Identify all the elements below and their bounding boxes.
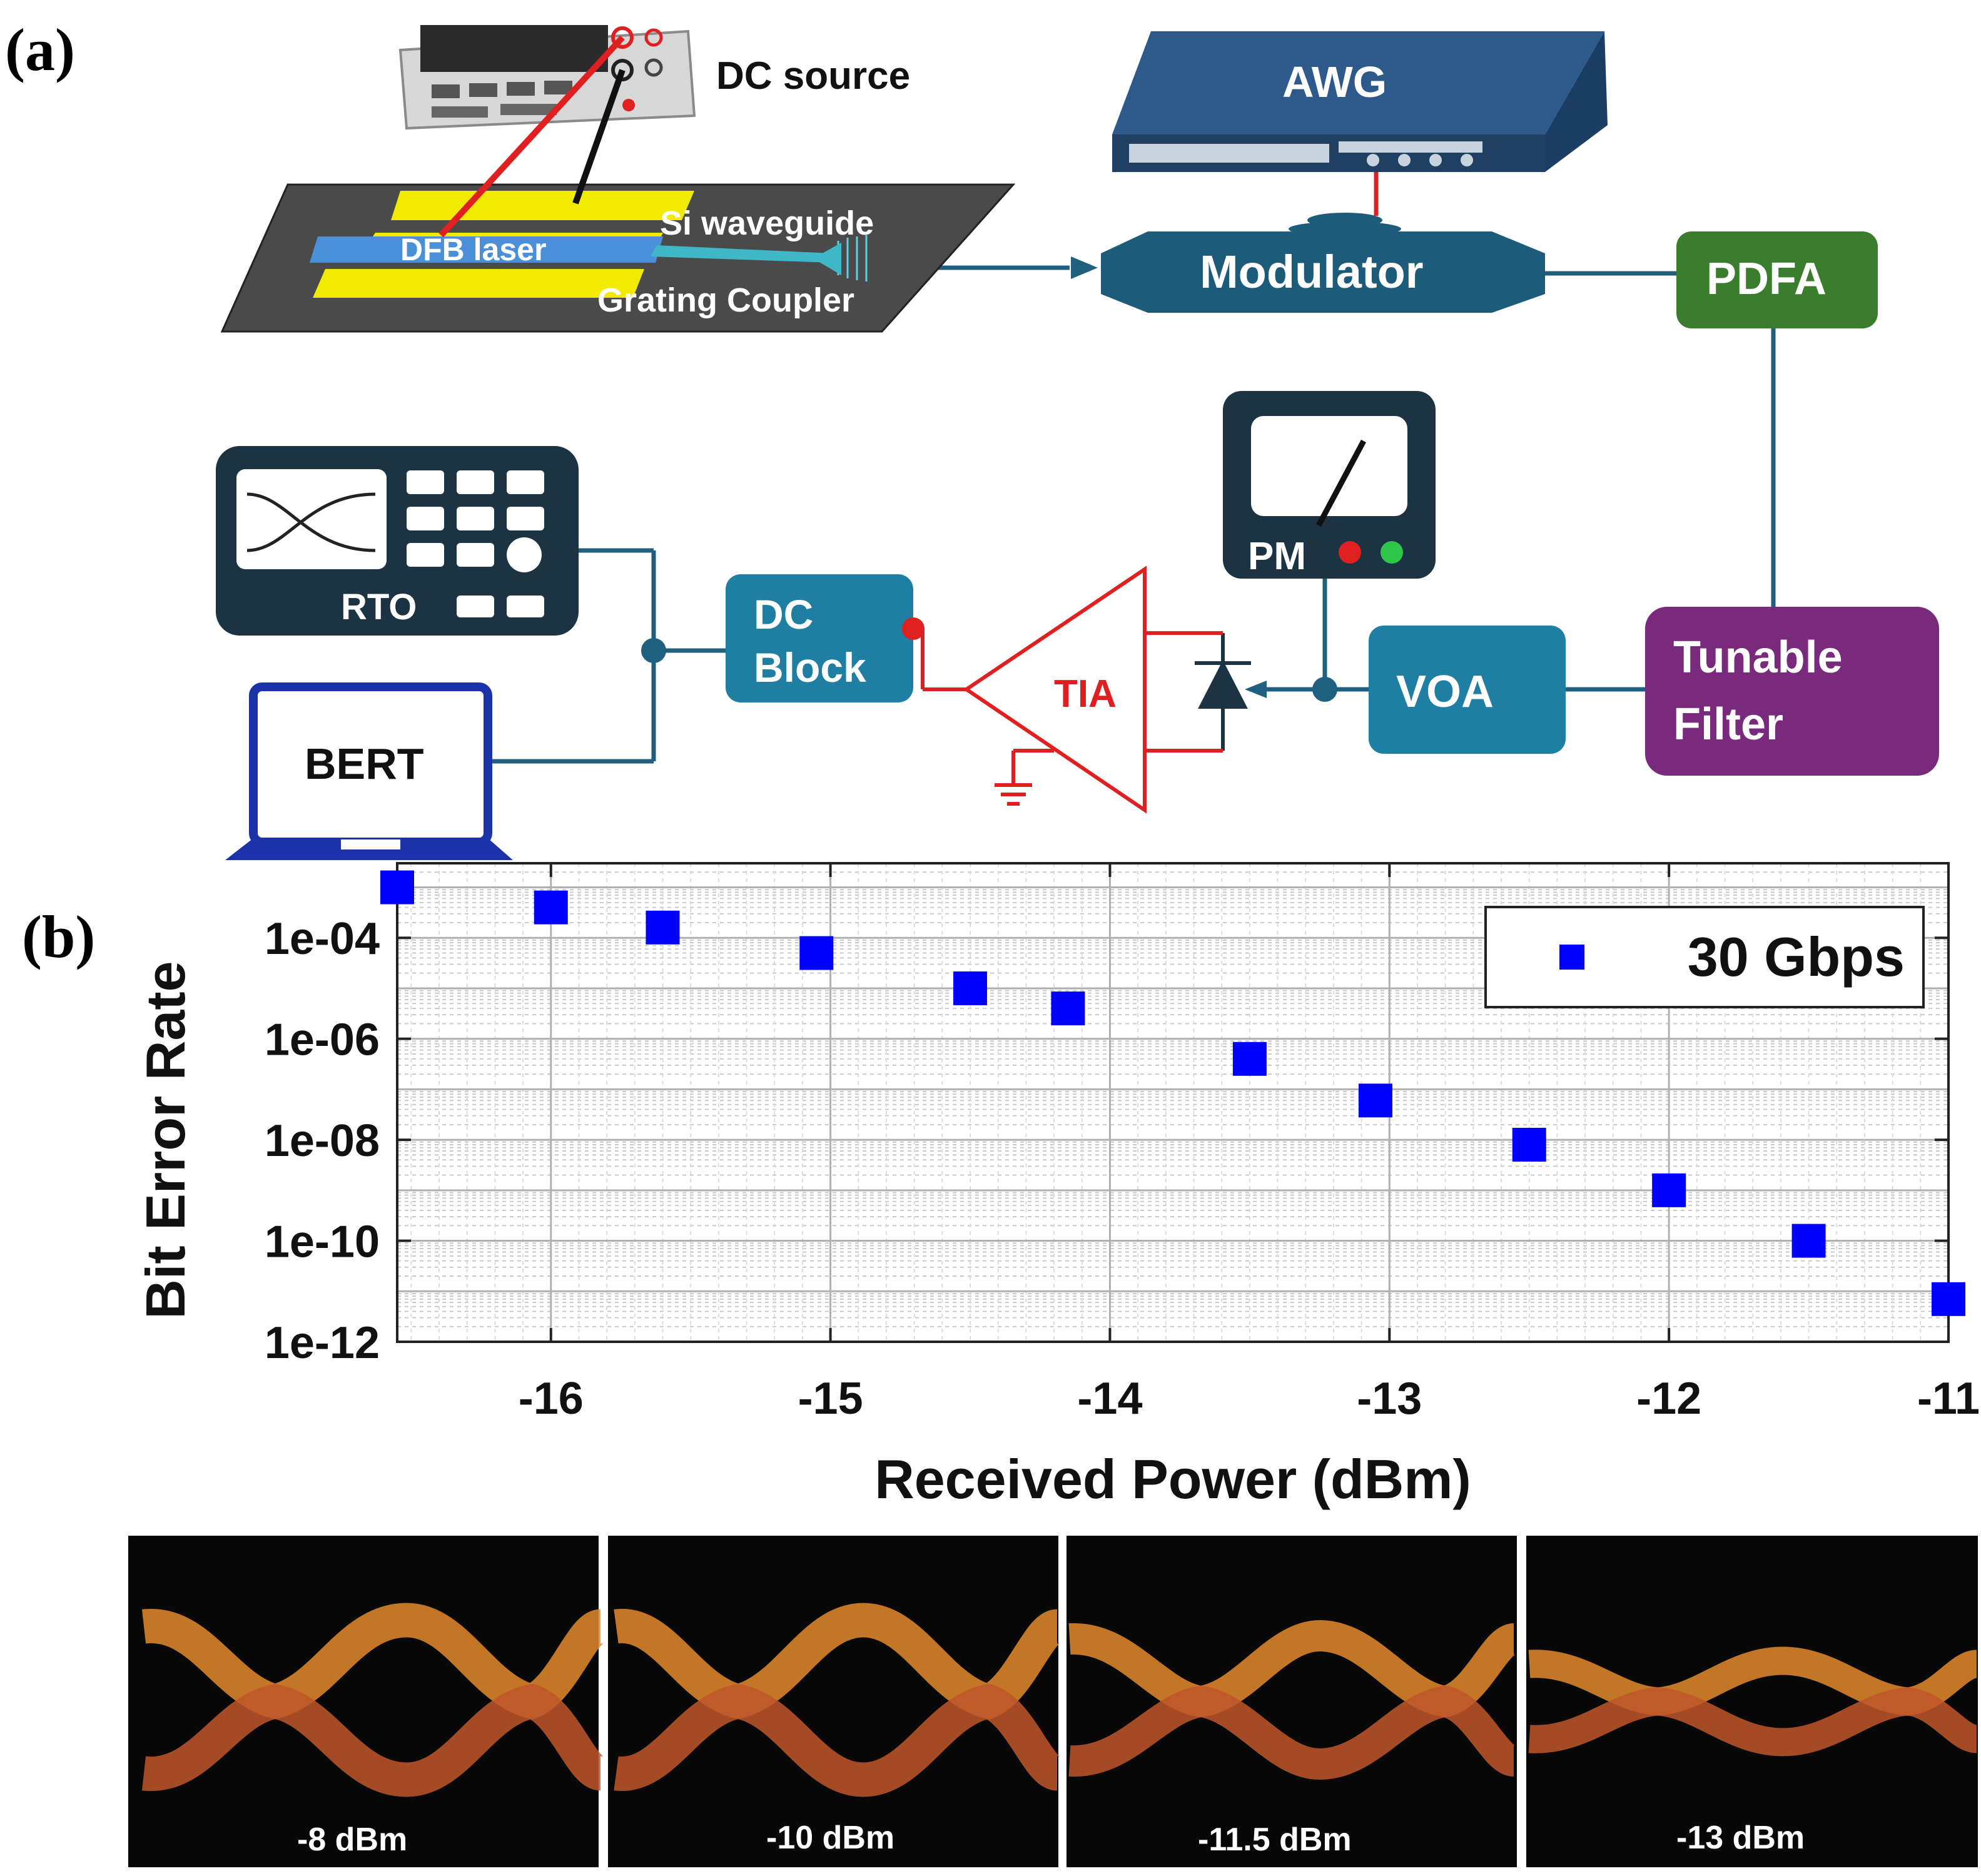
dc-block-label-line2: Block [754,644,866,691]
eye-diagram-1: -8 dBm [128,1536,606,1867]
dc-block-port [902,617,925,640]
eye-diagram-label-1: -8 dBm [297,1822,407,1858]
data-point [953,971,988,1005]
link-arrowhead-photodiode [1245,681,1267,698]
tia-label: TIA [1054,672,1117,716]
modulator-box [1101,213,1545,313]
x-tick-label: -14 [1077,1374,1142,1424]
x-tick-label: -12 [1636,1374,1701,1424]
junction-dot-rto-bert [641,638,666,663]
x-axis-title: Received Power (dBm) [874,1448,1471,1510]
power-meter [1223,391,1436,579]
voa-label: VOA [1396,667,1494,717]
eye-diagram-label-2: -10 dBm [766,1820,894,1856]
tunable-filter-box [1645,607,1939,776]
pdfa-label: PDFA [1706,254,1826,304]
pm-label: PM [1248,535,1306,578]
probe-wire-black [572,69,626,205]
data-point [1051,991,1085,1026]
panel-a-label: (a) [5,16,75,83]
dc-source-instrument [398,25,696,130]
dc-block-box [726,574,913,702]
y-tick-label: 1e-06 [265,1015,380,1065]
eye-diagram-label-4: -13 dBm [1676,1820,1805,1856]
bert-label: BERT [305,739,424,788]
ber-chart: -16 -15 -14 -13 -12 -11 1e-12 1e-10 1e-08 1e-06 1e… [134,862,1980,1510]
grating-coupler-label: Grating Coupler [597,281,854,319]
legend-label: 30 Gbps [1688,926,1905,988]
y-tick-label: 1e-04 [265,914,380,964]
data-point [1512,1127,1546,1162]
modulator-label: Modulator [1200,246,1424,298]
data-point [1358,1083,1392,1118]
x-tick-label: -13 [1357,1374,1422,1424]
data-point [799,936,834,970]
y-tick-label: 1e-10 [265,1217,380,1267]
rto-instrument [216,446,579,636]
eye-diagram-label-3: -11.5 dBm [1198,1822,1352,1858]
x-tick-label: -15 [798,1374,863,1424]
legend-marker [1559,945,1584,970]
link-arrowhead-modulator [1071,256,1098,279]
y-tick-label: 1e-08 [265,1116,380,1166]
bert-laptop [225,682,513,860]
optical-links [491,265,1776,764]
data-point [1652,1173,1686,1207]
panel-b-label: (b) [22,903,95,970]
dfb-laser-label: DFB laser [400,232,546,267]
si-waveguide-label: Si waveguide [660,205,874,242]
y-axis-title: Bit Error Rate [134,961,196,1319]
junction-dot-pm [1312,677,1337,702]
eye-diagram-4: -13 dBm [1526,1536,1979,1867]
data-point [1232,1042,1267,1076]
data-point [646,910,680,945]
plot-frame [396,862,1950,1343]
tunable-filter-label-line2: Filter [1673,699,1783,749]
photodiode-icon [1195,633,1251,751]
y-tick-label: 1e-12 [265,1318,380,1368]
x-tick-label: -16 [519,1374,584,1424]
tunable-filter-label-line1: Tunable [1673,632,1843,682]
x-tick-label: -11 [1917,1374,1980,1424]
probe-wire-red [438,35,625,238]
tia-amplifier [921,565,1223,814]
awg-label: AWG [1282,58,1387,106]
data-point [380,870,414,905]
pdfa-box [1676,231,1878,328]
legend-box [1484,906,1925,1008]
data-point [1932,1282,1965,1316]
eye-diagrams: -8 dBm -10 dBm -11.5 dBm -13 dBm [128,1536,1979,1867]
eye-diagram-3: -11.5 dBm [1066,1536,1517,1867]
rto-label: RTO [341,587,417,627]
data-point [1791,1224,1826,1258]
voa-box [1369,626,1566,754]
data-point [534,890,568,925]
eye-diagram-2: -10 dBm [608,1536,1063,1867]
silicon-chip [220,183,1016,333]
dc-block-label-line1: DC [754,591,813,637]
dc-source-label: DC source [716,54,910,98]
awg-instrument [1112,31,1608,172]
